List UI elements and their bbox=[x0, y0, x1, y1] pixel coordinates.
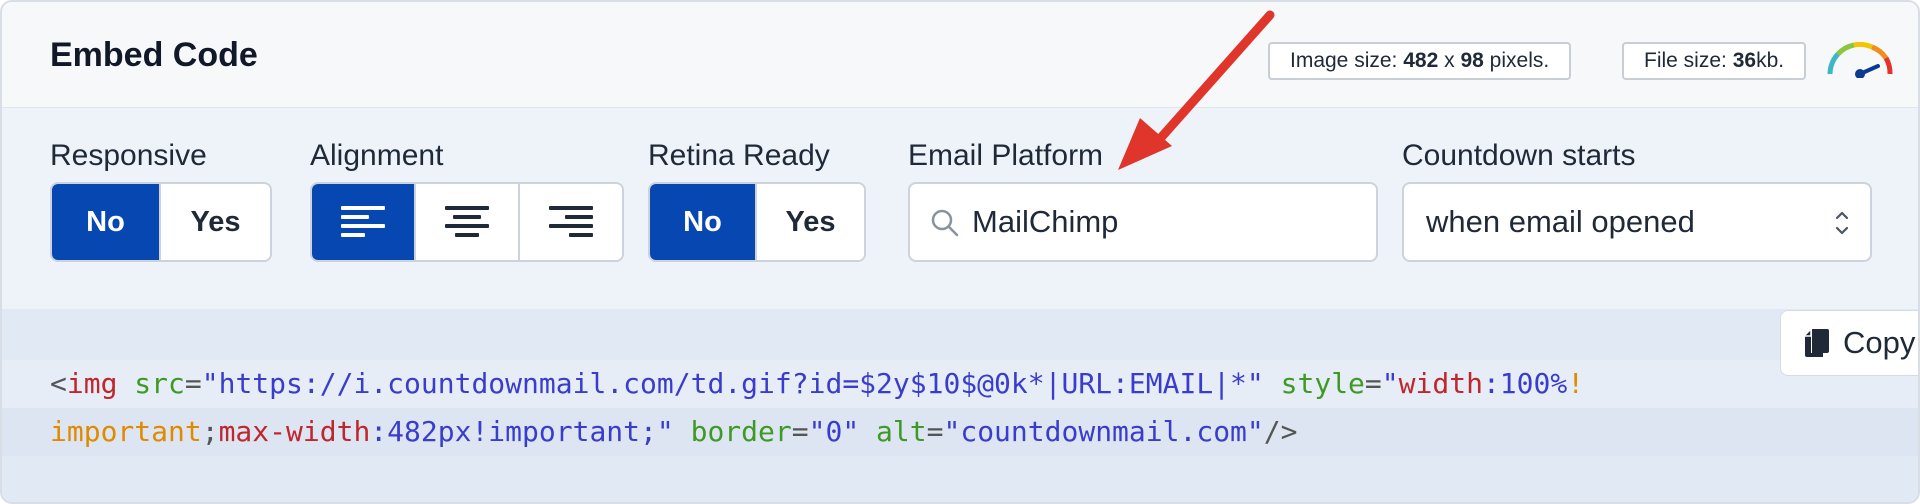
panel-header: Embed Code Image size: 482 x 98 pixels. … bbox=[2, 2, 1918, 108]
email-platform-search-input[interactable]: MailChimp bbox=[908, 182, 1378, 262]
responsive-no-button[interactable]: No bbox=[52, 184, 162, 260]
code-line-bg-2 bbox=[2, 408, 1918, 456]
alignment-toggle bbox=[310, 182, 624, 262]
code-line-bg-1 bbox=[2, 360, 1918, 408]
responsive-label: Responsive bbox=[50, 139, 207, 172]
retina-label: Retina Ready bbox=[648, 139, 830, 172]
embed-code-snippet[interactable]: <img src="https://i.countdownmail.com/td… bbox=[50, 367, 1585, 448]
align-right-button[interactable] bbox=[520, 184, 622, 260]
responsive-toggle: No Yes bbox=[50, 182, 272, 262]
align-left-button[interactable] bbox=[312, 184, 416, 260]
embed-options: Responsive No Yes Alignment bbox=[2, 109, 1918, 309]
retina-no-button[interactable]: No bbox=[650, 184, 758, 260]
copy-label: Copy bbox=[1843, 325, 1916, 360]
page-title: Embed Code bbox=[50, 36, 258, 74]
chevron-up-down-icon bbox=[1835, 211, 1849, 235]
alignment-label: Alignment bbox=[310, 139, 444, 172]
countdown-starts-value: when email opened bbox=[1426, 204, 1695, 239]
responsive-yes-button[interactable]: Yes bbox=[161, 184, 270, 260]
image-size-badge: Image size: 482 x 98 pixels. bbox=[1268, 42, 1572, 80]
retina-yes-button[interactable]: Yes bbox=[757, 184, 864, 260]
email-platform-label: Email Platform bbox=[908, 139, 1104, 172]
email-platform-value: MailChimp bbox=[972, 204, 1119, 239]
align-right-icon bbox=[549, 206, 593, 237]
copy-button[interactable]: Copy bbox=[1780, 310, 1918, 376]
copy-icon bbox=[1805, 329, 1829, 357]
align-left-icon bbox=[341, 206, 385, 237]
code-area: <img src="https://i.countdownmail.com/td… bbox=[2, 309, 1918, 502]
search-icon bbox=[931, 209, 959, 237]
align-center-button[interactable] bbox=[416, 184, 520, 260]
align-center-icon bbox=[445, 206, 489, 237]
countdown-starts-select[interactable]: when email opened bbox=[1402, 182, 1872, 262]
file-size-badge: File size: 36kb. bbox=[1622, 42, 1807, 80]
countdown-starts-label: Countdown starts bbox=[1402, 139, 1636, 172]
retina-toggle: No Yes bbox=[648, 182, 866, 262]
speed-gauge-icon bbox=[1827, 42, 1893, 78]
